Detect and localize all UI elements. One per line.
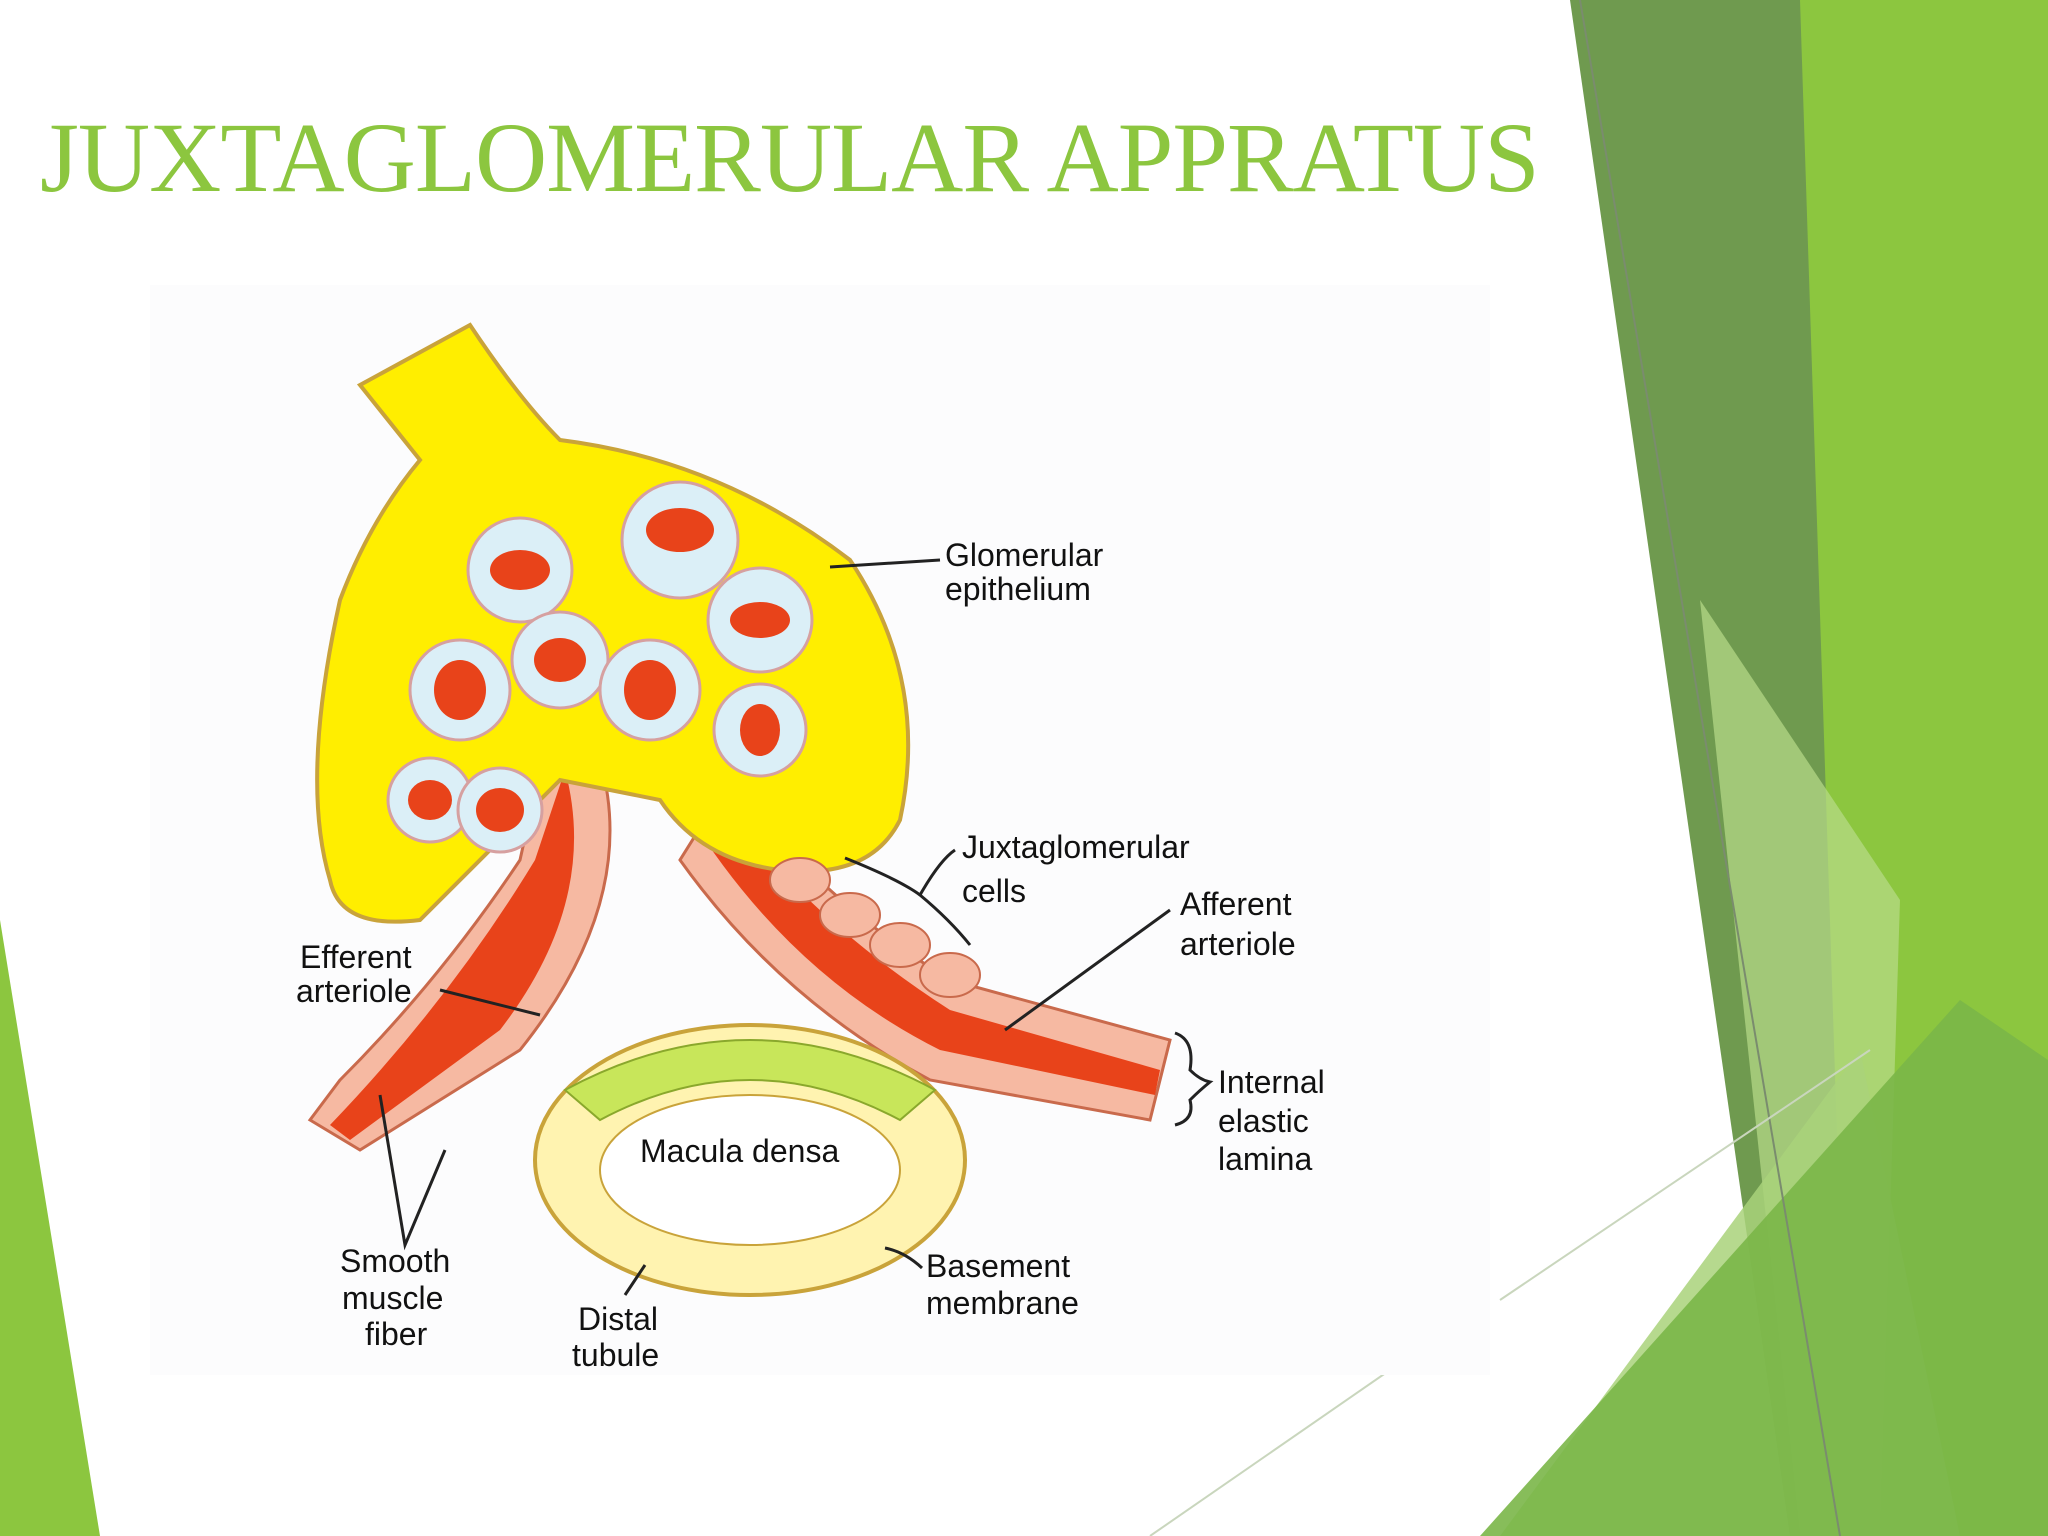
label-smooth-muscle-fiber: Smooth muscle fiber	[340, 1094, 450, 1352]
juxtaglomerular-cells-line2: cells	[962, 873, 1026, 909]
glomerulus	[386, 480, 814, 854]
green-shape-left	[0, 920, 100, 1536]
juxtaglomerular-cells-line1: Juxtaglomerular	[962, 829, 1190, 865]
distal-tubule-shape	[533, 1023, 967, 1297]
green-shape-bottom-mid	[1480, 1000, 2048, 1536]
slide-title: JUXTAGLOMERULAR APPRATUS	[40, 102, 1540, 213]
label-distal-tubule: Distal tubule	[572, 1264, 659, 1373]
label-basement-membrane: Basement membrane	[884, 1246, 1079, 1321]
label-efferent-arteriole: Efferent arteriole	[296, 939, 541, 1017]
smooth-muscle-fiber-line1: Smooth	[340, 1243, 450, 1279]
glomerular-epithelium-line1: Glomerular	[945, 537, 1104, 573]
internal-elastic-lamina-line3: lamina	[1218, 1141, 1312, 1177]
label-glomerular-epithelium: Glomerular epithelium	[829, 537, 1104, 607]
efferent-arteriole	[307, 758, 612, 1152]
internal-elastic-lamina-line1: Internal	[1218, 1064, 1325, 1100]
label-internal-elastic-lamina: Internal elastic lamina	[1174, 1031, 1325, 1177]
distal-tubule-line2: tubule	[572, 1337, 659, 1373]
internal-elastic-lamina-line2: elastic	[1218, 1103, 1309, 1139]
basement-membrane-line1: Basement	[926, 1248, 1070, 1284]
label-juxtaglomerular-cells: Juxtaglomerular cells	[844, 829, 1190, 946]
smooth-muscle-fiber-line3: fiber	[365, 1316, 428, 1352]
juxtaglomerular-cells-shape	[769, 857, 981, 998]
afferent-arteriole-line2: arteriole	[1180, 926, 1296, 962]
thin-line-1	[1579, 0, 1841, 1536]
efferent-arteriole-line2: arteriole	[296, 973, 412, 1009]
smooth-muscle-fiber-line2: muscle	[342, 1280, 443, 1316]
distal-tubule-line1: Distal	[578, 1301, 658, 1337]
label-macula-densa: Macula densa	[640, 1133, 839, 1169]
basement-membrane-line2: membrane	[926, 1285, 1079, 1321]
afferent-arteriole-line1: Afferent	[1180, 886, 1292, 922]
thin-line-2	[1499, 1049, 1871, 1301]
glomerular-epithelium-line2: epithelium	[945, 571, 1091, 607]
efferent-arteriole-line1: Efferent	[300, 939, 412, 975]
thin-line-3	[1149, 1369, 1391, 1536]
label-afferent-arteriole: Afferent arteriole	[1004, 886, 1296, 1032]
